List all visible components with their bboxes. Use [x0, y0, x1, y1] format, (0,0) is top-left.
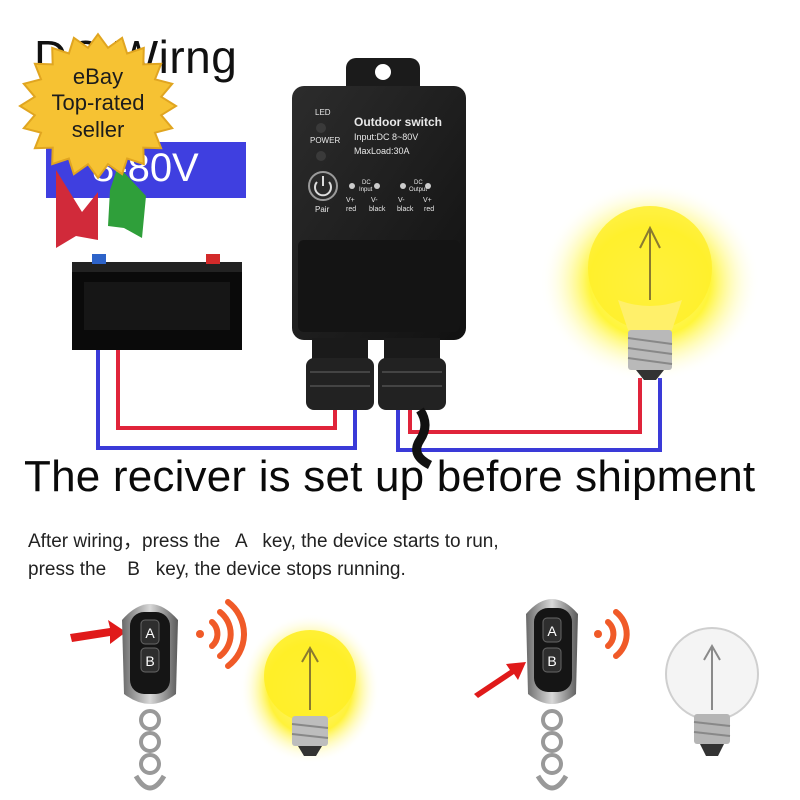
arrow-to-b-icon [474, 662, 526, 698]
device-name: Outdoor switch [354, 115, 442, 129]
badge-line-seller: seller [72, 117, 125, 142]
outdoor-switch-device: LED POWER Outdoor switch Input:DC 8~80V … [292, 58, 466, 470]
lit-bulb-small [240, 614, 380, 764]
input-black-label: black [369, 206, 386, 213]
battery-blue-wire [96, 345, 357, 450]
output-vplus-label: V+ [423, 197, 432, 204]
instruction-line-1: After wiring，press the A key, the device… [28, 531, 499, 552]
input-vminus-label: V- [371, 197, 378, 204]
output-header-bottom: Output [409, 187, 427, 193]
remote-left-key-b: B [145, 653, 154, 669]
input-header-top: DC [362, 180, 371, 186]
remote-right-key-a: A [547, 623, 557, 639]
output-vminus-label: V- [398, 197, 405, 204]
lamp-blue-wire [396, 378, 662, 452]
remote-right: A B [474, 599, 630, 791]
signal-waves-left-icon [196, 599, 247, 669]
output-header-top: DC [414, 180, 423, 186]
unlit-bulb [665, 627, 759, 756]
remote-right-key-b: B [547, 653, 556, 669]
input-header-bottom: Input [359, 187, 373, 193]
input-red-label: red [346, 206, 356, 213]
remote-left-key-a: A [145, 625, 155, 641]
output-red-label: red [424, 206, 434, 213]
arrow-to-a-icon [70, 620, 126, 644]
badge-line-ebay: eBay [73, 64, 123, 89]
wiring-diagram: LED POWER Outdoor switch Input:DC 8~80V … [18, 32, 760, 470]
wires [96, 345, 662, 452]
battery-red-wire [116, 345, 337, 430]
led-label: LED [315, 108, 331, 117]
headline: The reciver is set up before shipment [24, 452, 756, 501]
instruction-line-2: press the B key, the device stops runnin… [28, 559, 406, 580]
device-input-rating: Input:DC 8~80V [354, 132, 418, 142]
pair-label: Pair [315, 205, 330, 214]
lit-bulb-large [540, 182, 760, 382]
input-vplus-label: V+ [346, 197, 355, 204]
badge-line-top-rated: Top-rated [52, 90, 145, 115]
signal-waves-right-icon [594, 609, 630, 659]
usage-illustration: A B A B [70, 599, 759, 791]
device-maxload: MaxLoad:30A [354, 146, 410, 156]
remote-left: A B [70, 599, 247, 791]
battery [72, 254, 242, 350]
lamp-red-wire [408, 378, 642, 434]
output-black-label: black [397, 206, 414, 213]
power-label: POWER [310, 136, 340, 145]
ebay-top-rated-badge: eBay Top-rated seller [18, 32, 178, 248]
